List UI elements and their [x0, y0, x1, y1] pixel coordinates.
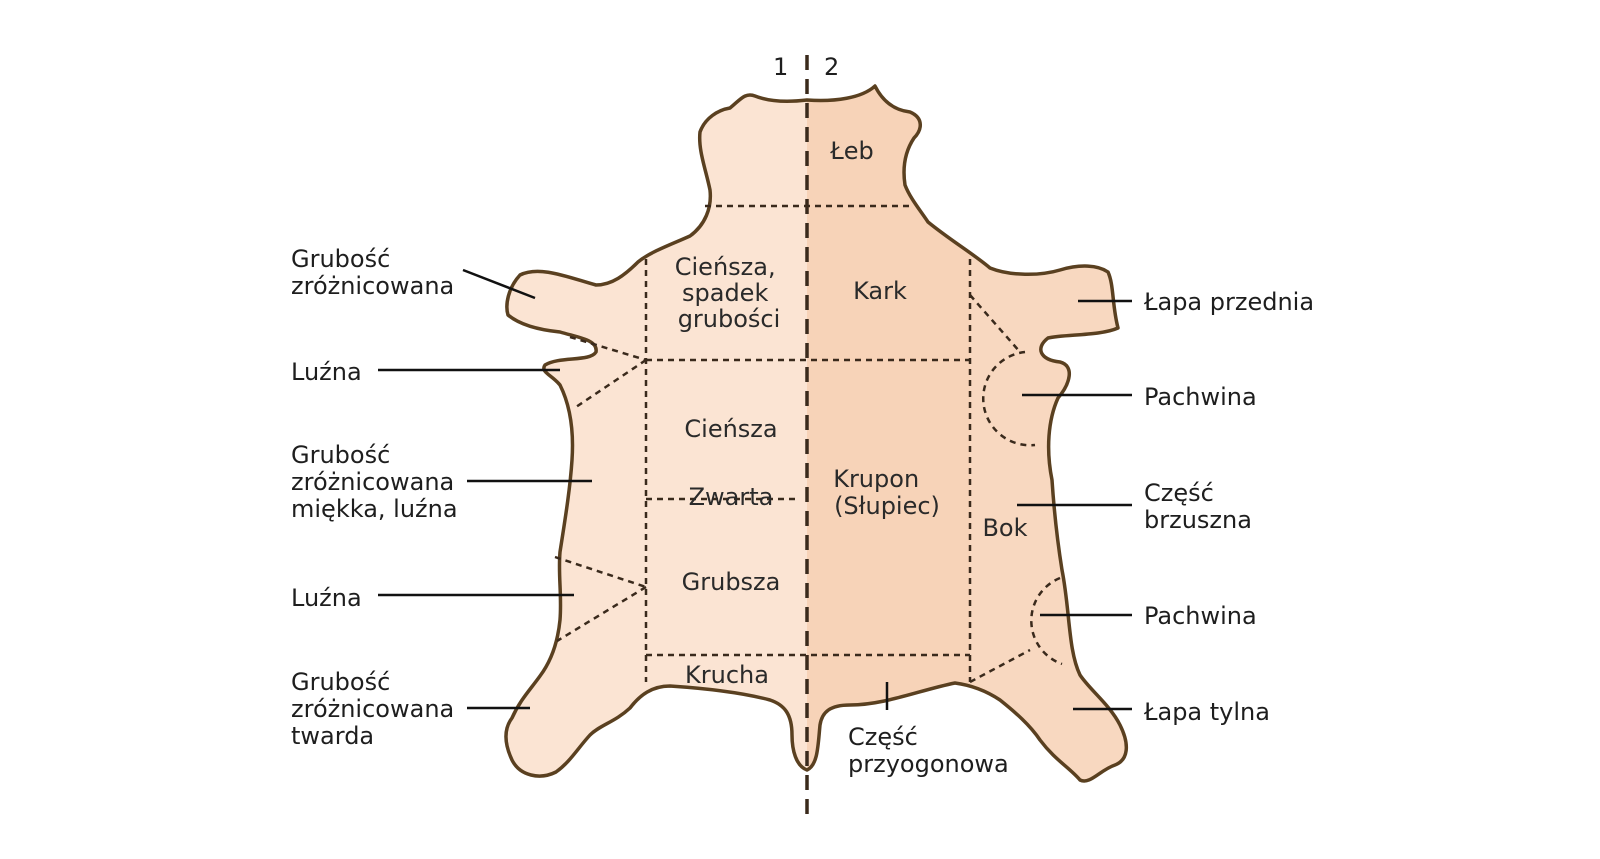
label-luzna-1: Luźna: [291, 358, 362, 386]
region-krupon-line-1: Krupon: [833, 465, 919, 493]
axis-label-2: 2: [824, 53, 839, 81]
region-przyogonowa-line-1: Część: [848, 723, 918, 751]
region-krupon-line-2: (Słupiec): [834, 492, 940, 520]
label-grubosc-1-line-2: zróżnicowana: [291, 272, 454, 300]
right-half-fill: [807, 86, 1127, 782]
label-czesc-brzuszna-line-2: brzuszna: [1144, 506, 1252, 534]
region-przyogonowa-line-2: przyogonowa: [848, 750, 1009, 778]
region-zwarta: Zwarta: [689, 483, 774, 511]
label-grubosc-3-line-2: zróżnicowana: [291, 695, 454, 723]
label-czesc-brzuszna-line-1: Część: [1144, 479, 1214, 507]
label-grubosc-1-line-1: Grubość: [291, 245, 390, 273]
front-armpit-lower: [572, 358, 647, 411]
hind-leg-diagonal: [969, 648, 1031, 684]
region-ciensza-spadek: Cieńsza, spadek grubości: [675, 253, 783, 333]
region-grubsza: Grubsza: [682, 568, 781, 596]
label-grubosc-zroznicowana-3: Grubość zróżnicowana twarda: [291, 668, 462, 750]
hind-armpit-upper: [554, 555, 647, 589]
axis-label-1: 1: [773, 53, 788, 81]
leader-grubosc-1: [462, 268, 536, 300]
region-bok: Bok: [982, 514, 1027, 542]
pachwina-2-arc: [1030, 576, 1063, 666]
label-grubosc-2-line-2: zróżnicowana: [291, 468, 454, 496]
label-grubosc-3-line-1: Grubość: [291, 668, 390, 696]
front-leg-diagonal: [969, 294, 1021, 353]
label-czesc-brzuszna: Część brzuszna: [1144, 479, 1252, 534]
label-grubosc-zroznicowana-2: Grubość zróżnicowana miękka, luźna: [291, 441, 462, 523]
front-armpit-upper: [569, 335, 647, 362]
label-grubosc-zroznicowana-1: Grubość zróżnicowana: [291, 245, 454, 300]
label-luzna-2: Luźna: [291, 584, 362, 612]
region-ciensza-spadek-line-1: Cieńsza,: [675, 253, 776, 281]
region-krucha: Krucha: [685, 661, 769, 689]
flank-fill: [970, 250, 1127, 782]
label-lapa-tylna: Łapa tylna: [1143, 698, 1270, 726]
region-ciensza-spadek-line-3: grubości: [678, 305, 781, 333]
label-grubosc-2-line-3: miękka, luźna: [291, 495, 458, 523]
label-pachwina-1: Pachwina: [1144, 383, 1257, 411]
label-grubosc-3-line-3: twarda: [291, 722, 374, 750]
region-kark: Kark: [853, 277, 907, 305]
hide-outline: [504, 84, 1128, 783]
label-grubosc-2-line-1: Grubość: [291, 441, 390, 469]
label-pachwina-2: Pachwina: [1144, 602, 1257, 630]
region-ciensza: Cieńsza: [684, 415, 777, 443]
region-krupon: Krupon (Słupiec): [833, 465, 940, 520]
pachwina-1-arc: [981, 350, 1036, 447]
region-leb: Łeb: [829, 137, 874, 165]
leader-lines: [378, 268, 1132, 711]
label-lapa-przednia: Łapa przednia: [1143, 288, 1314, 316]
region-ciensza-spadek-line-2: spadek: [682, 279, 768, 307]
region-przyogonowa: Część przyogonowa: [848, 723, 1009, 778]
